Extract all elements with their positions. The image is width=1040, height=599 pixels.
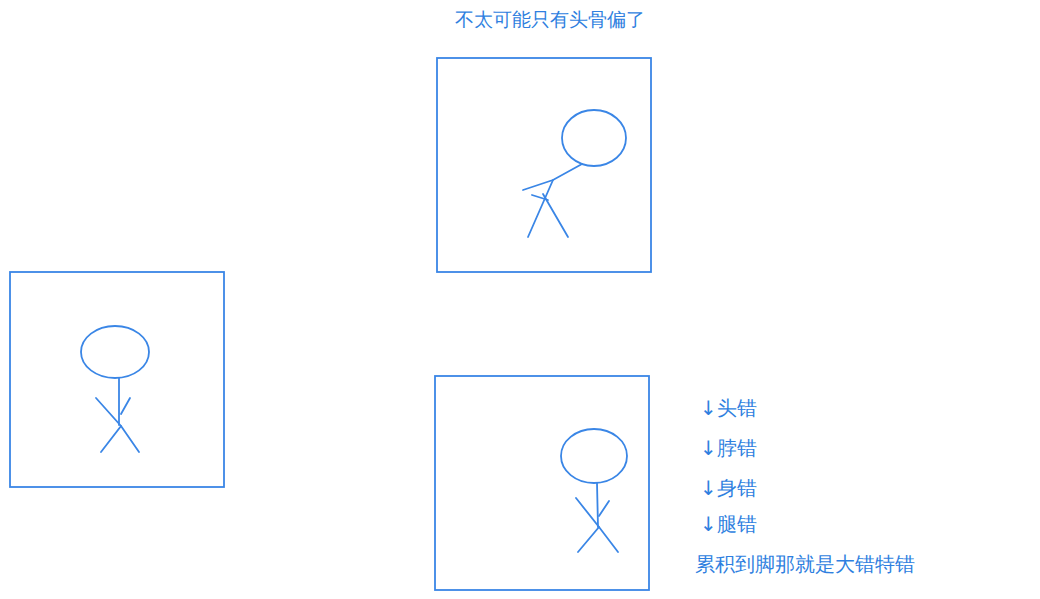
frame-box	[10, 272, 224, 487]
frame-box	[435, 376, 649, 590]
step-note: ↓腿错	[700, 512, 757, 536]
step-note: ↓头错	[700, 396, 757, 420]
stick-figure	[523, 110, 626, 237]
step-note: ↓身错	[700, 476, 757, 500]
stick-figure	[561, 429, 627, 552]
heading-note: 不太可能只有头骨偏了	[455, 8, 645, 31]
frame-box	[437, 58, 651, 272]
step-note: ↓脖错	[700, 436, 757, 460]
conclusion-note: 累积到脚那就是大错特错	[695, 552, 915, 576]
stick-figure	[81, 326, 149, 452]
